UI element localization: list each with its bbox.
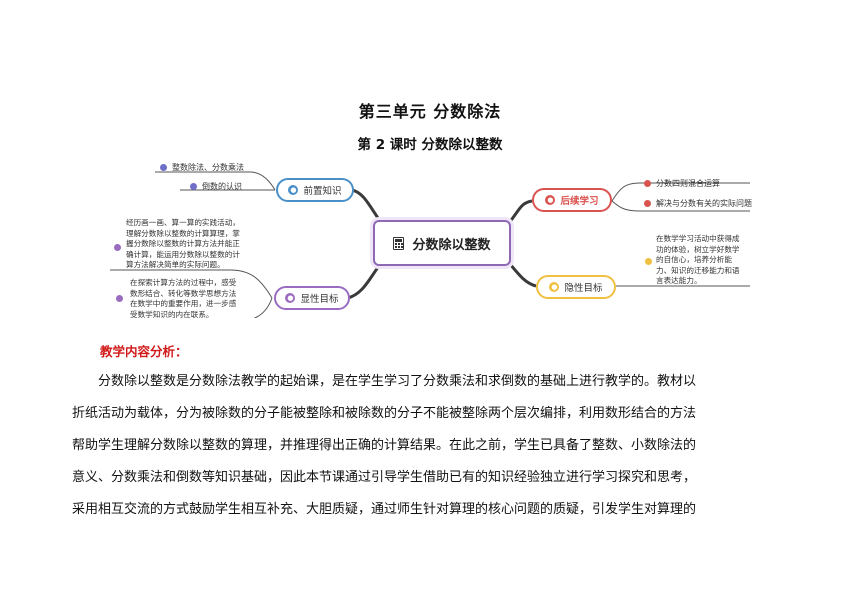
person-icon (116, 295, 123, 302)
mind-map-center: 分数除以整数 (373, 220, 511, 266)
paragraph-line: 意义、分数乘法和倒数等知识基础，因此本节课通过引导学生借助已有的知识经验独立进行… (72, 470, 697, 485)
person-icon (644, 200, 651, 207)
user-icon: ● (549, 282, 560, 292)
unit-title: 第三单元 分数除法 (358, 102, 502, 121)
lesson-subtitle: 第 2 课时 分数除以整数 (357, 137, 503, 153)
leaf-item: 解决与分数有关的实际问题 (644, 198, 752, 209)
person-icon (160, 164, 167, 171)
user-icon: ● (285, 293, 296, 303)
leaf-item: 整数除法、分数乘法 (160, 162, 244, 173)
node-follow-up-learning: ● 后续学习 (532, 188, 612, 212)
person-icon (114, 244, 121, 251)
calculator-icon (393, 236, 405, 250)
leaf-text-block: 经历画一画、算一算的实践活动， 理解分数除以整数的计算算理，掌 握分数除以整数的… (126, 218, 240, 270)
node-prerequisite-knowledge: ● 前置知识 (276, 178, 354, 202)
person-icon (190, 183, 197, 190)
leaf-item: 分数四则混合运算 (644, 178, 720, 189)
user-icon: ● (288, 185, 299, 195)
person-icon (645, 258, 652, 265)
node-label: 前置知识 (303, 186, 342, 197)
leaf-item: 倒数的认识 (190, 181, 242, 192)
person-icon (644, 180, 651, 187)
node-implicit-goals: ● 隐性目标 (536, 275, 616, 299)
analysis-paragraph: 分数除以整数是分数除法教学的起始课，是在学生学习了分数乘法和求倒数的基础上进行教… (72, 366, 766, 526)
center-label: 分数除以整数 (412, 237, 491, 253)
node-label: 后续学习 (560, 196, 599, 207)
leaf-text-block: 在数学学习活动中获得成 功的体验，树立学好数学 的自信心，培养分析能 力、知识的… (656, 234, 740, 286)
node-label: 隐性目标 (564, 283, 603, 294)
node-label: 显性目标 (300, 294, 339, 305)
paragraph-line: 采用相互交流的方式鼓励学生相互补充、大胆质疑，通过师生针对算理的核心问题的质疑，… (72, 502, 697, 517)
user-icon: ● (545, 195, 556, 205)
leaf-text-block: 在探索计算方法的过程中，感受 数形结合、转化等数学思想方法 在数学中的重要作用，… (130, 278, 237, 319)
section-heading: 教学内容分析： (100, 344, 188, 359)
mind-map: ● 前置知识 整数除法、分数乘法 倒数的认识 ● 显性目标 经历画一画、算一算的… (100, 158, 760, 319)
paragraph-line: 分数除以整数是分数除法教学的起始课，是在学生学习了分数乘法和求倒数的基础上进行教… (98, 374, 697, 389)
node-explicit-goals: ● 显性目标 (274, 286, 350, 310)
paragraph-line: 帮助学生理解分数除以整数的算理，并推理得出正确的计算结果。在此之前，学生已具备了… (72, 438, 697, 453)
paragraph-line: 折纸活动为载体，分为被除数的分子能被整除和被除数的分子不能被整除两个层次编排，利… (72, 406, 697, 421)
